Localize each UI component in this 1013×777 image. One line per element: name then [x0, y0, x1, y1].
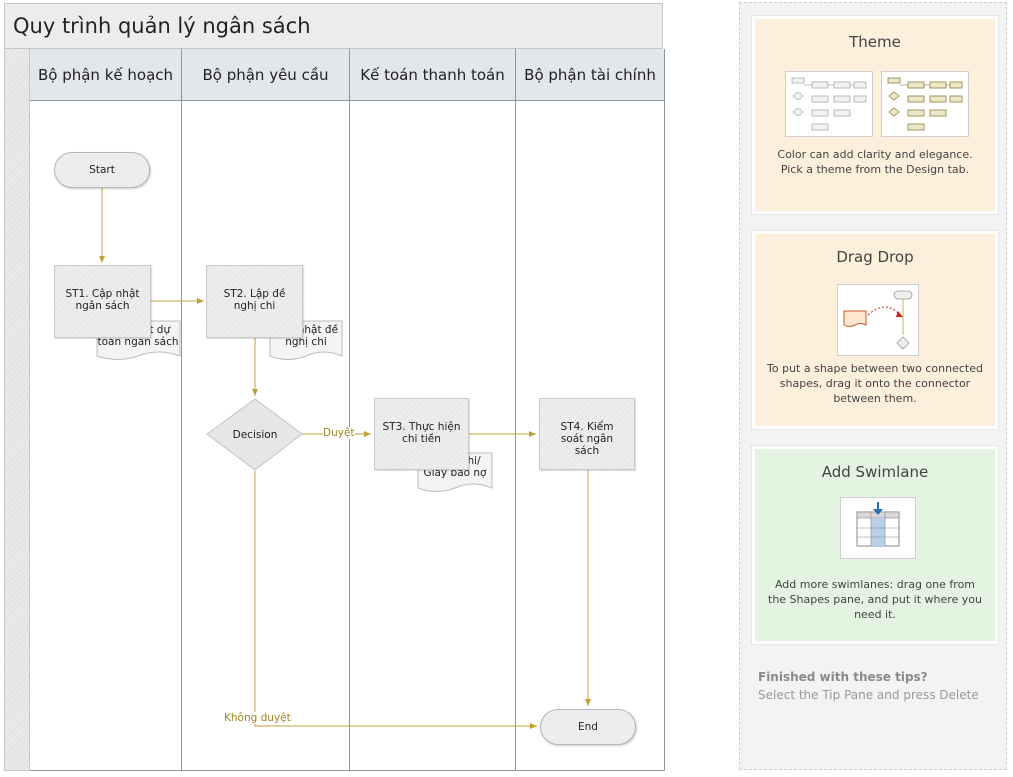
theme-thumbnail-plain [785, 71, 873, 137]
tip-pane[interactable]: Theme [739, 2, 1007, 770]
tip-card-theme-text: Color can add clarity and elegance. Pick… [777, 148, 973, 176]
document-1-line2: toán ngân sách [97, 336, 178, 348]
pool-side-bar [4, 49, 30, 771]
lane-header-accounting[interactable]: Kế toán thanh toán [350, 49, 516, 101]
connector-decision-end [254, 471, 537, 729]
document-3-line2: Giấy báo nợ [424, 467, 488, 479]
swimlane-diagram[interactable]: Quy trình quản lý ngân sách Bộ phận kế h… [4, 3, 666, 771]
tip-card-drag-drop: Drag Drop To put a shape between two con… [752, 231, 998, 429]
process-st2[interactable]: ST2. Lập đề nghị chi [206, 265, 303, 338]
theme-plain-preview-icon [791, 77, 867, 131]
tip-card-add-swimlane: Add Swimlane Add more swimlanes: drag on… [752, 446, 998, 644]
tip-card-add-swimlane-text: Add more swimlanes: drag one from the Sh… [768, 578, 982, 621]
process-st4-label: ST4. Kiểm soát ngân sách [560, 421, 614, 457]
decision-label: Decision [233, 429, 278, 441]
tip-footer-subtitle: Select the Tip Pane and press Delete [758, 688, 979, 702]
lane-header-finance[interactable]: Bộ phận tài chính [516, 49, 665, 101]
document-2-line2: nghị chi [285, 336, 327, 348]
process-st3-label: ST3. Thực hiện chi tiền [382, 421, 461, 445]
tip-card-theme: Theme [752, 16, 998, 214]
theme-colored-preview-icon [887, 77, 963, 131]
lane-header-requesting[interactable]: Bộ phận yêu cầu [182, 49, 350, 101]
label-approved[interactable]: Duyệt [323, 427, 355, 439]
process-st4[interactable]: ST4. Kiểm soát ngân sách [539, 398, 635, 470]
decision-shape: Decision [206, 398, 303, 471]
label-rejected[interactable]: Không duyệt [224, 712, 291, 724]
start-terminator[interactable]: Start [54, 152, 150, 188]
swimlane-table-icon [856, 502, 900, 547]
drag-drop-illustration [837, 284, 919, 356]
process-st1-label: ST1. Cập nhật ngân sách [65, 288, 140, 312]
tip-card-drag-drop-title: Drag Drop [836, 248, 914, 266]
connectors-layer: Decision Cập nhật dự toán ngân sách Cập … [96, 188, 591, 729]
process-st3[interactable]: ST3. Thực hiện chi tiền [374, 398, 469, 470]
process-st1[interactable]: ST1. Cập nhật ngân sách [54, 265, 151, 338]
tip-card-theme-title: Theme [849, 33, 901, 51]
tip-card-drag-drop-text: To put a shape between two connected sha… [767, 362, 983, 405]
process-st2-label: ST2. Lập đề nghị chi [223, 288, 286, 312]
drag-drop-preview-icon [843, 290, 913, 350]
add-swimlane-illustration [840, 497, 916, 559]
theme-thumbnail-colored [881, 71, 969, 137]
lane-header-planning[interactable]: Bộ phận kế hoạch [30, 49, 182, 101]
tip-card-add-swimlane-title: Add Swimlane [821, 463, 929, 481]
lane-planning[interactable] [30, 101, 182, 771]
diagram-title[interactable]: Quy trình quản lý ngân sách [4, 3, 663, 49]
end-terminator[interactable]: End [540, 709, 636, 745]
tip-footer-title: Finished with these tips? [758, 670, 928, 684]
